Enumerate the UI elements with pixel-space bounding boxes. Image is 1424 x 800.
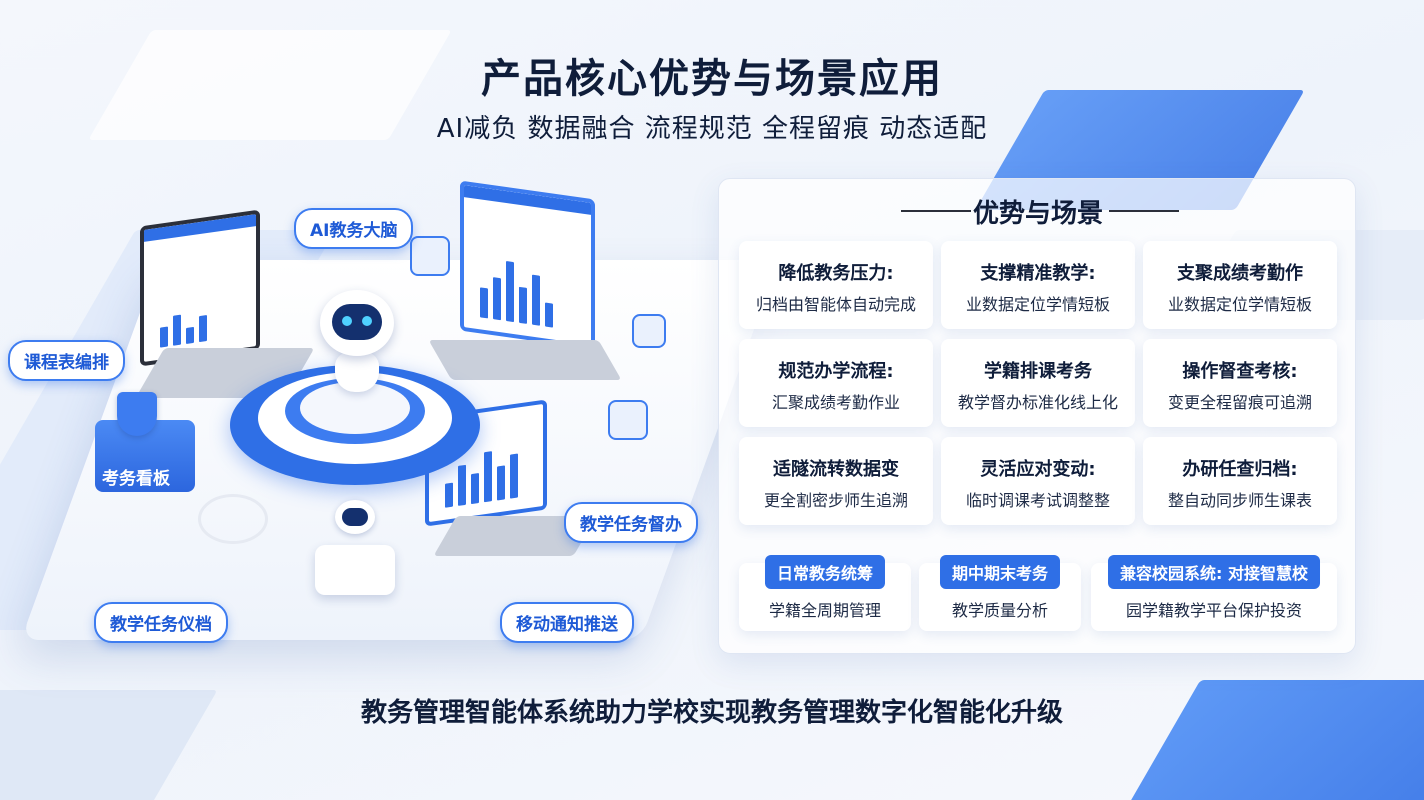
scene-label: 日常教务统筹 <box>764 555 886 589</box>
card-desc: 教学督办标准化线上化 <box>957 393 1118 412</box>
advantage-card: 降低教务压力: 归档由智能体自动完成 <box>739 241 933 329</box>
card-heading: 支撑精准教学: <box>980 263 1096 284</box>
screen-header-bar <box>464 185 591 215</box>
page-title: 产品核心优势与场景应用 <box>481 56 943 102</box>
tag-task-supervise: 教学任务督办 <box>564 502 698 543</box>
card-desc: 更全割密步师生追溯 <box>763 491 908 510</box>
laptop-chart-icon <box>428 180 622 390</box>
robot-face <box>332 304 382 340</box>
scene-label: 兼容校园系统: 对接智慧校 <box>1108 555 1320 589</box>
card-desc: 整自动同步师生课表 <box>1167 491 1312 510</box>
tag-mobile-notify: 移动通知推送 <box>500 602 634 643</box>
advantage-card: 学籍排课考务 教学督办标准化线上化 <box>941 339 1135 427</box>
laptop-keyboard <box>428 340 622 380</box>
scene-desc: 学籍全周期管理 <box>768 601 881 620</box>
advantages-panel: 优势与场景 降低教务压力: 归档由智能体自动完成 支撑精准教学: 业数据定位学情… <box>718 178 1356 654</box>
ai-robot-icon <box>320 290 394 356</box>
tag-timetable: 课程表编排 <box>8 340 125 381</box>
scene-label: 期中期末考务 <box>939 555 1061 589</box>
card-heading: 支聚成绩考勤作 <box>1177 263 1303 284</box>
card-heading: 学籍排课考务 <box>984 361 1092 382</box>
card-desc: 业数据定位学情短板 <box>1167 295 1312 314</box>
chart-icon <box>410 236 450 276</box>
mini-robot-face <box>342 508 368 526</box>
advantage-card: 灵活应对变动: 临时调课考试调整整 <box>941 437 1135 525</box>
card-desc: 变更全程留痕可追溯 <box>1167 393 1312 412</box>
card-desc: 临时调课考试调整整 <box>965 491 1110 510</box>
panel-title: 优势与场景 <box>972 199 1103 229</box>
laptop-left-icon <box>135 209 315 398</box>
title-divider-right <box>1109 210 1179 212</box>
title-divider-left <box>901 210 971 212</box>
scene-desc: 教学质量分析 <box>951 601 1048 620</box>
advantage-card: 适隧流转数据变 更全割密步师生追溯 <box>739 437 933 525</box>
mini-robot-base <box>315 545 395 595</box>
bar-chart-icon <box>608 400 648 440</box>
document-icon <box>632 314 666 348</box>
scene-card: 期中期末考务 教学质量分析 <box>919 555 1081 631</box>
screen-header-bar <box>144 214 256 242</box>
card-desc: 归档由智能体自动完成 <box>755 295 916 314</box>
screen-bar-chart <box>480 257 553 328</box>
card-heading: 降低教务压力: <box>778 263 894 284</box>
footer-slogan: 教务管理智能体系统助力学校实现教务管理数字化智能化升级 <box>360 698 1063 728</box>
card-heading: 办研任查归档: <box>1182 459 1298 480</box>
shield-icon <box>117 392 157 436</box>
card-heading: 适隧流转数据变 <box>773 459 899 480</box>
tag-ai-brain: AI教务大脑 <box>294 208 414 249</box>
laptop-screen <box>140 209 260 367</box>
cable-icon <box>198 494 268 544</box>
mini-robot-icon <box>335 500 375 534</box>
robot-body <box>335 352 379 392</box>
tag-dashboard: 考务看板 <box>102 469 170 489</box>
laptop-screen <box>460 180 595 350</box>
advantage-card: 支聚成绩考勤作 业数据定位学情短板 <box>1143 241 1337 329</box>
card-heading: 灵活应对变动: <box>980 459 1096 480</box>
card-desc: 业数据定位学情短板 <box>965 295 1110 314</box>
advantage-card: 办研任查归档: 整自动同步师生课表 <box>1143 437 1337 525</box>
scene-card: 日常教务统筹 学籍全周期管理 <box>739 555 911 631</box>
screen-bars <box>160 311 207 348</box>
card-heading: 操作督查考核: <box>1182 361 1298 382</box>
tag-task-archive: 教学任务仪档 <box>94 602 228 643</box>
advantage-card: 规范办学流程: 汇聚成绩考勤作业 <box>739 339 933 427</box>
scene-card: 兼容校园系统: 对接智慧校 园学籍教学平台保护投资 <box>1091 555 1337 631</box>
page-subtitle: AI减负 数据融合 流程规范 全程留痕 动态适配 <box>436 114 988 144</box>
card-desc: 汇聚成绩考勤作业 <box>771 393 900 412</box>
scene-desc: 园学籍教学平台保护投资 <box>1125 601 1302 620</box>
advantage-card: 操作督查考核: 变更全程留痕可追溯 <box>1143 339 1337 427</box>
card-heading: 规范办学流程: <box>778 361 894 382</box>
advantage-card: 支撑精准教学: 业数据定位学情短板 <box>941 241 1135 329</box>
